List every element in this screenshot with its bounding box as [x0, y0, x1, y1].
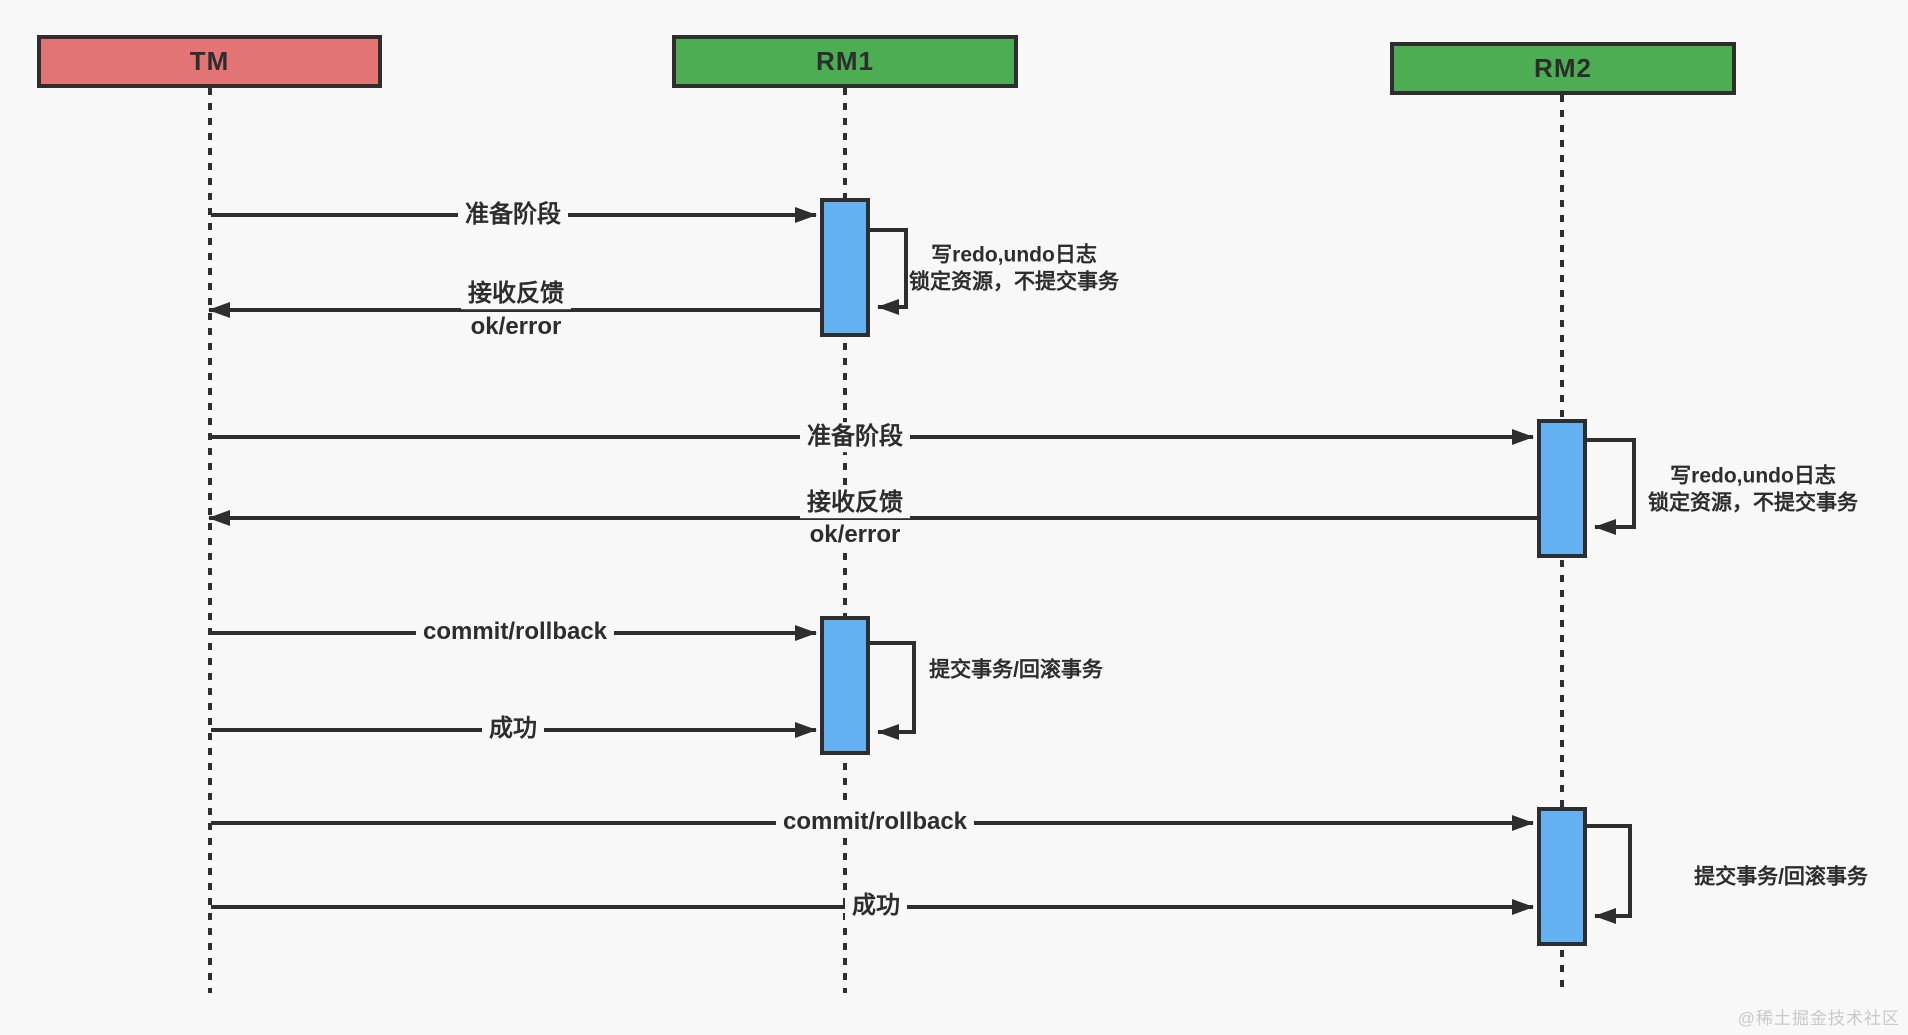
message-label-success-rm1: 成功	[482, 714, 544, 744]
annotation-rm2-commit: 提交事务/回滚事务	[1694, 863, 1868, 890]
message-label-success-rm2: 成功	[845, 891, 907, 921]
message-label-prepare-rm2: 准备阶段	[800, 422, 910, 452]
actor-box-rm2: RM2	[1390, 42, 1736, 95]
activation-rm1-commit	[820, 616, 870, 755]
actor-label-tm: TM	[189, 46, 230, 76]
annotation-rm2-prepare: 写redo,undo日志 锁定资源，不提交事务	[1648, 463, 1858, 518]
actor-box-rm1: RM1	[672, 35, 1018, 88]
annotation-rm2-prepare-line2: 锁定资源，不提交事务	[1648, 492, 1858, 515]
activation-rm1-prepare	[820, 198, 870, 337]
annotation-rm2-prepare-line1: 写redo,undo日志	[1670, 464, 1836, 488]
actor-box-tm: TM	[37, 35, 382, 88]
annotation-rm1-commit: 提交事务/回滚事务	[929, 656, 1103, 683]
message-label-feedback-rm2-line1: 接收反馈	[800, 488, 910, 518]
message-label-commit-rm2: commit/rollback	[775, 807, 975, 837]
activation-rm2-prepare	[1537, 419, 1587, 558]
message-label-feedback-rm1-line2: ok/error	[463, 312, 569, 342]
annotation-rm2-commit-line1: 提交事务/回滚事务	[1694, 865, 1868, 889]
message-label-feedback-rm2-line2: ok/error	[802, 520, 908, 550]
message-label-commit-rm1: commit/rollback	[415, 617, 615, 647]
actor-label-rm2: RM2	[1534, 53, 1592, 83]
message-label-prepare-rm1: 准备阶段	[458, 200, 568, 230]
annotation-rm1-prepare: 写redo,undo日志 锁定资源，不提交事务	[909, 242, 1119, 297]
selfloop-rm2-commit	[1585, 824, 1632, 924]
selfloop-rm2-prepare	[1585, 438, 1636, 535]
activation-rm2-commit	[1537, 807, 1587, 946]
annotation-rm1-commit-line1: 提交事务/回滚事务	[929, 658, 1103, 682]
message-label-feedback-rm1-line1: 接收反馈	[461, 279, 571, 309]
annotation-rm1-prepare-line1: 写redo,undo日志	[931, 243, 1097, 267]
watermark-text: @稀土掘金技术社区	[1737, 1009, 1900, 1028]
selfloop-rm1-commit	[868, 641, 916, 740]
selfloop-rm1-prepare	[868, 228, 908, 315]
actor-label-rm1: RM1	[816, 46, 874, 76]
annotation-rm1-prepare-line2: 锁定资源，不提交事务	[909, 271, 1119, 294]
